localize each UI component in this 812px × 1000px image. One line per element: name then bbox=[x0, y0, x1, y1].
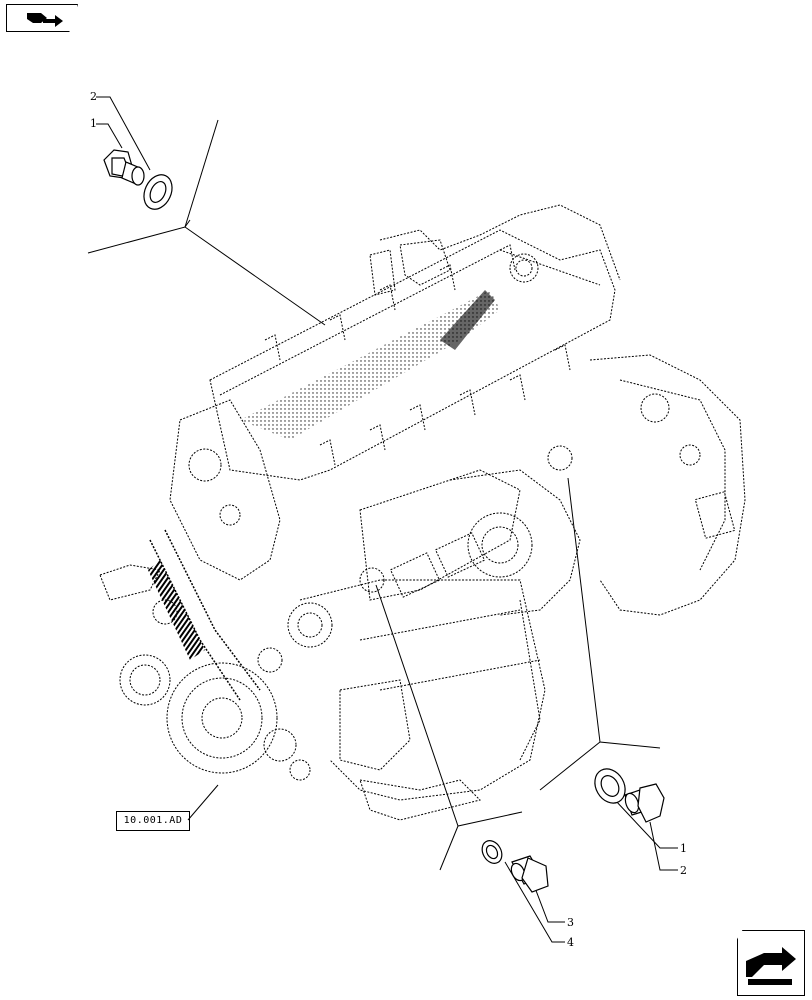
callout-top-washer: 2 bbox=[90, 90, 97, 103]
next-page-arrow-icon bbox=[746, 947, 796, 985]
drain-plug-icon[interactable] bbox=[623, 783, 665, 823]
callout-lower-washer: 4 bbox=[567, 936, 574, 949]
sealing-washer-icon[interactable] bbox=[478, 837, 506, 867]
reference-link[interactable]: 10.001.AD bbox=[116, 811, 190, 831]
cover-texture bbox=[240, 290, 500, 440]
nav-next-button[interactable] bbox=[737, 930, 805, 996]
callout-right-washer: 2 bbox=[680, 864, 687, 877]
drain-plug-icon[interactable] bbox=[509, 855, 549, 893]
book-back-arrow-icon bbox=[27, 13, 63, 27]
belt-teeth bbox=[148, 560, 205, 660]
callout-lower-plug: 3 bbox=[567, 916, 574, 929]
sealing-washer-icon[interactable] bbox=[139, 170, 178, 214]
engine-block-drawing bbox=[99, 204, 746, 821]
cover-engraving bbox=[440, 290, 495, 350]
callout-top-plug: 1 bbox=[90, 117, 97, 130]
sealing-washer-icon[interactable] bbox=[589, 763, 631, 808]
callout-right-plug: 1 bbox=[680, 842, 687, 855]
nav-back-button[interactable] bbox=[6, 4, 78, 32]
leader-lines bbox=[87, 96, 678, 943]
drain-plug-icon[interactable] bbox=[103, 149, 145, 186]
